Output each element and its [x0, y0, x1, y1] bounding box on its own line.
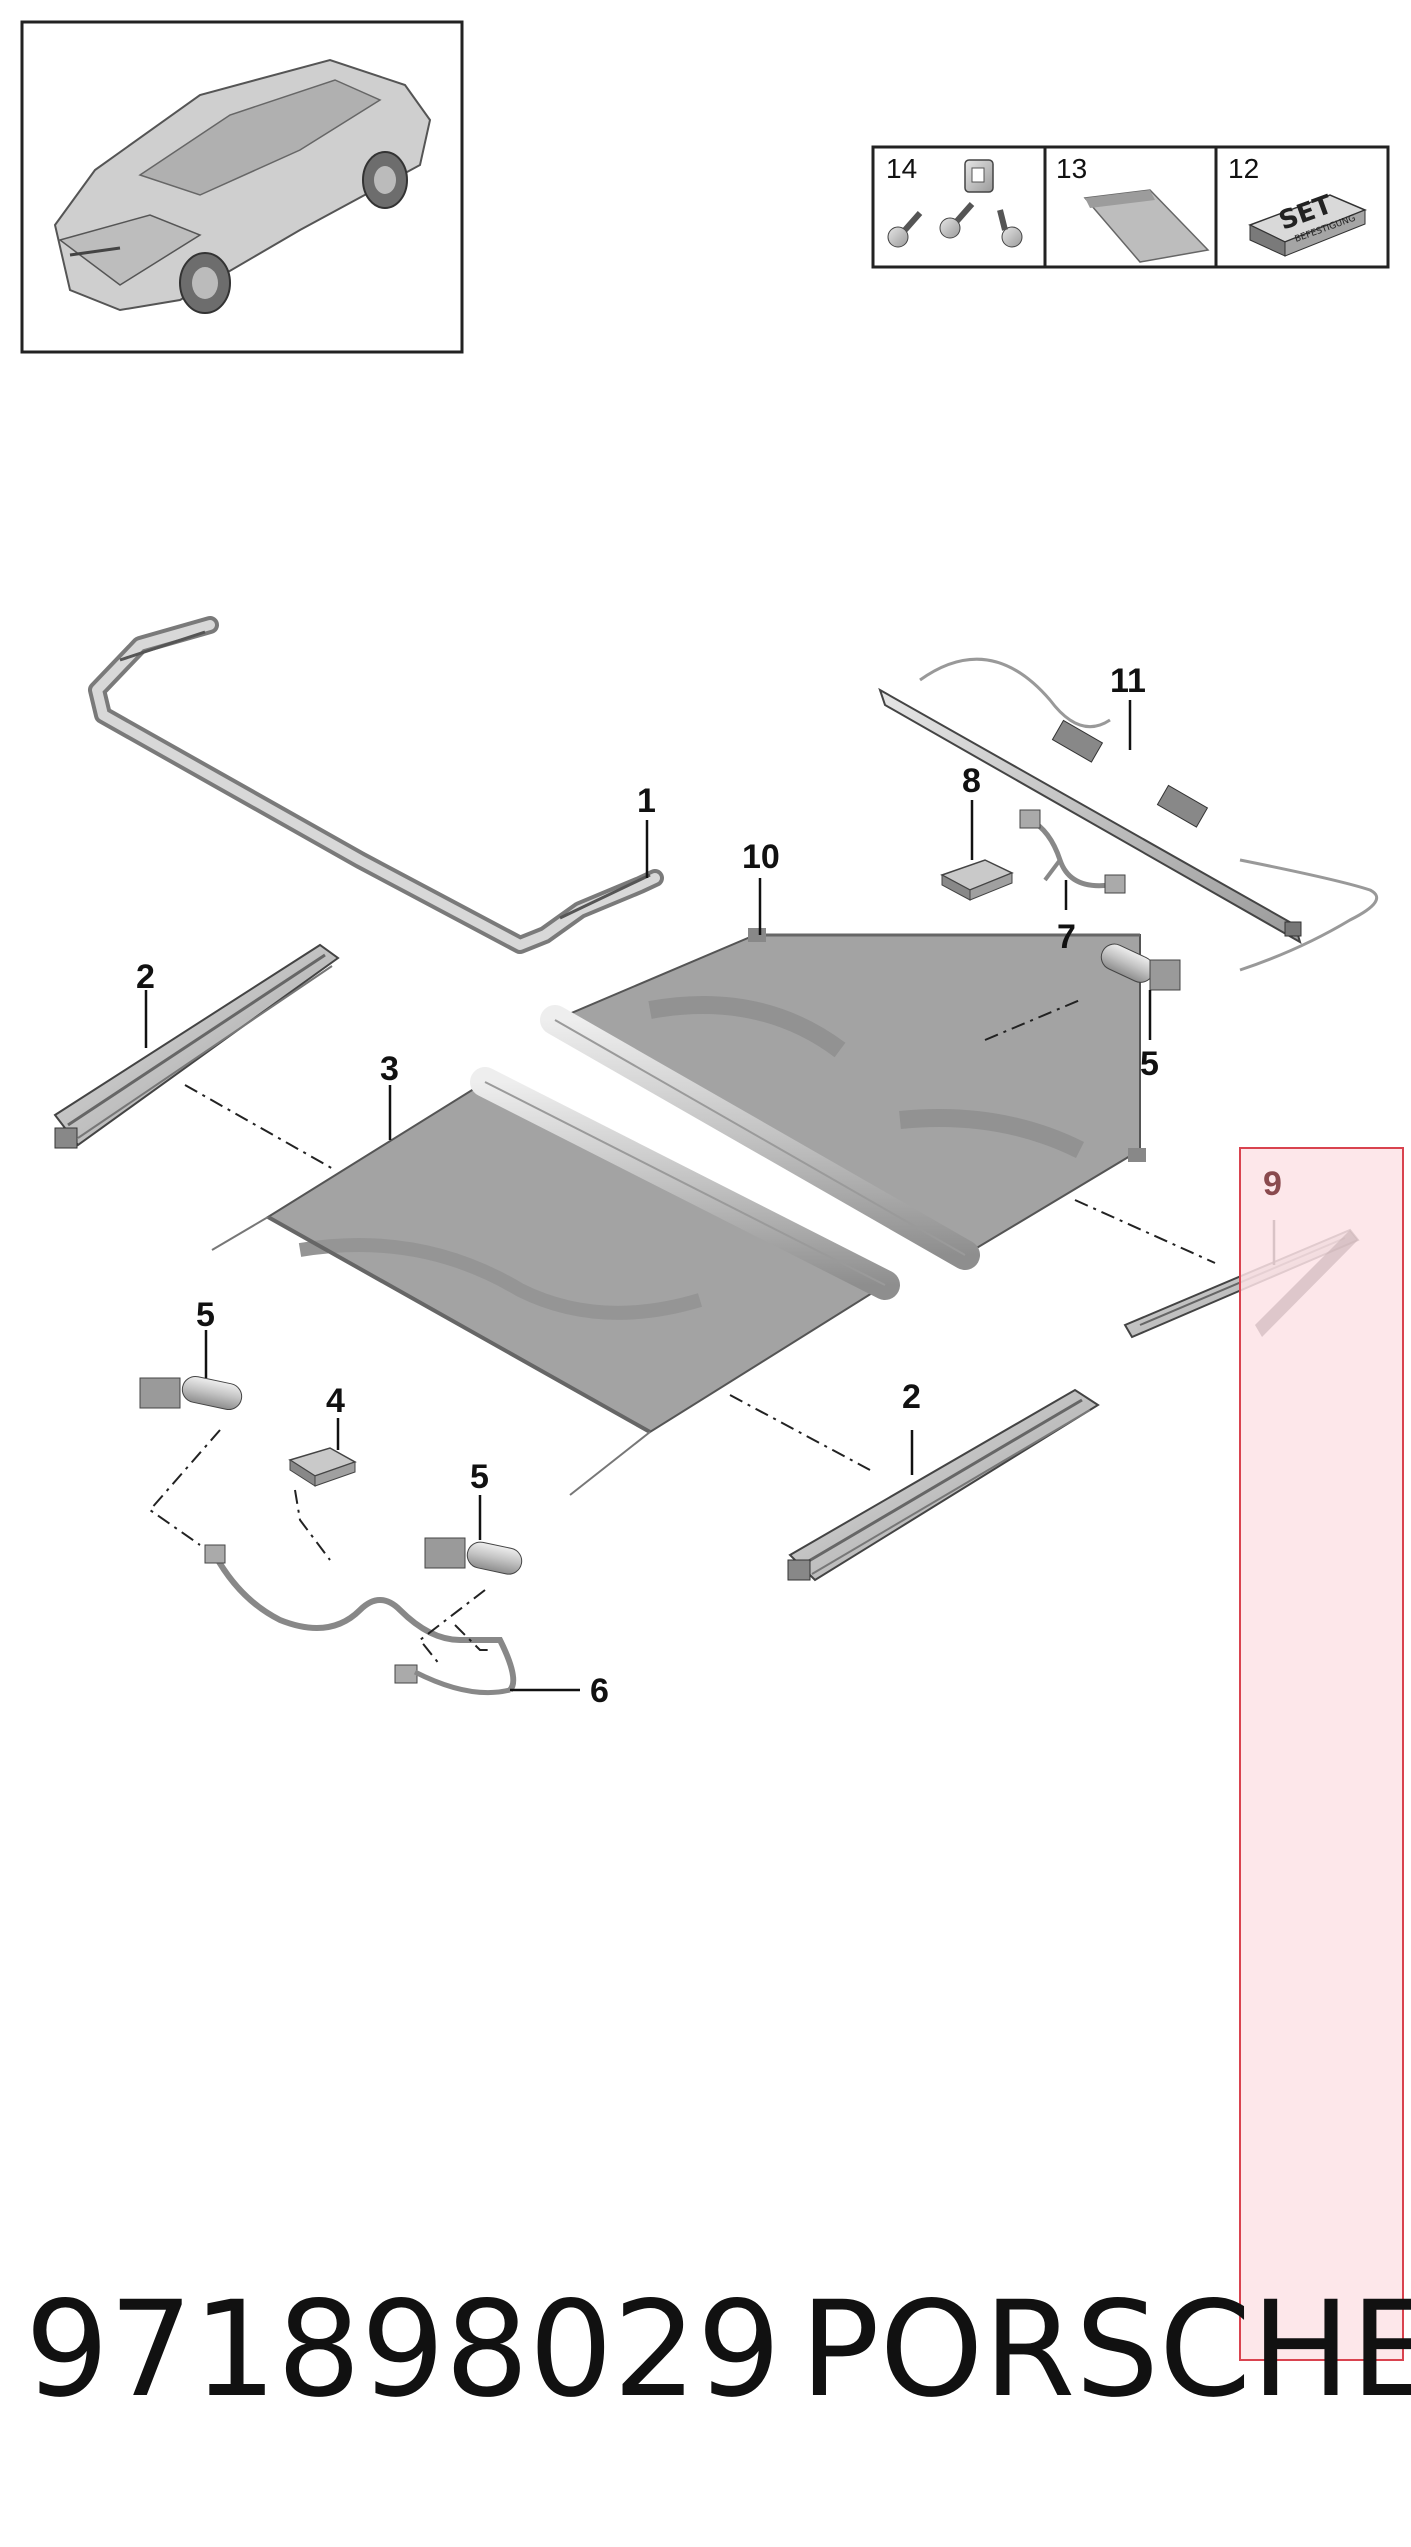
part-3-rear-roller-blind	[211, 1067, 900, 1496]
leader-lines	[144, 700, 1276, 1692]
part-6-wiring-harness	[204, 1544, 517, 1696]
callout-10: 10	[742, 838, 780, 876]
callouts: 1 2 2 3 4 5 5 5 6 7 8 10 11	[136, 662, 1159, 1710]
part-5-motor	[424, 1537, 523, 1575]
fastener-set-icon: SET BEFESTIGUNG	[1248, 190, 1367, 257]
accessory-box: 14 13 12 SET BEF	[871, 145, 1390, 269]
highlight-region: 9	[1239, 1147, 1404, 2361]
part-4-control-unit	[288, 1447, 357, 1487]
screw-icon	[939, 202, 975, 239]
callout-5-left: 5	[196, 1296, 215, 1334]
clip-icon	[964, 159, 994, 193]
callout-2-right: 2	[902, 1378, 921, 1416]
alignment-lines	[148, 999, 1216, 1666]
screw-icon	[997, 209, 1023, 248]
vehicle-thumbnail	[20, 20, 464, 354]
part-number-label: 971898029	[25, 2273, 781, 2427]
part-11-crossmember	[878, 657, 1379, 972]
box-number-14: 14	[886, 153, 917, 184]
callout-5-middle: 5	[470, 1458, 489, 1496]
part-2-left-rail	[53, 943, 340, 1149]
callout-11: 11	[1110, 662, 1146, 700]
part-8-control-unit	[940, 859, 1014, 901]
part-7-wiring-harness	[1019, 809, 1126, 894]
callout-6: 6	[590, 1672, 609, 1710]
part-5-motor	[1100, 943, 1181, 991]
part-10-front-roller-blind	[540, 928, 1146, 1270]
callout-8: 8	[962, 762, 981, 800]
part-1-guide-frame	[88, 616, 664, 954]
callout-5-right: 5	[1140, 1045, 1159, 1083]
callout-4: 4	[326, 1382, 345, 1420]
callout-2-left: 2	[136, 958, 155, 996]
callout-9: 9	[1263, 1165, 1282, 1203]
box-number-13: 13	[1056, 153, 1087, 184]
callout-7: 7	[1057, 918, 1076, 956]
part-2-right-rail	[787, 1388, 1100, 1582]
box-number-12: 12	[1228, 153, 1259, 184]
car-illustration	[53, 58, 432, 314]
brand-label: PORSCHE	[800, 2273, 1411, 2427]
adhesive-strip-icon	[1083, 189, 1210, 263]
callout-1: 1	[637, 782, 656, 820]
screw-icon	[887, 211, 923, 248]
callout-3: 3	[380, 1050, 399, 1088]
part-5-motor	[139, 1375, 243, 1411]
